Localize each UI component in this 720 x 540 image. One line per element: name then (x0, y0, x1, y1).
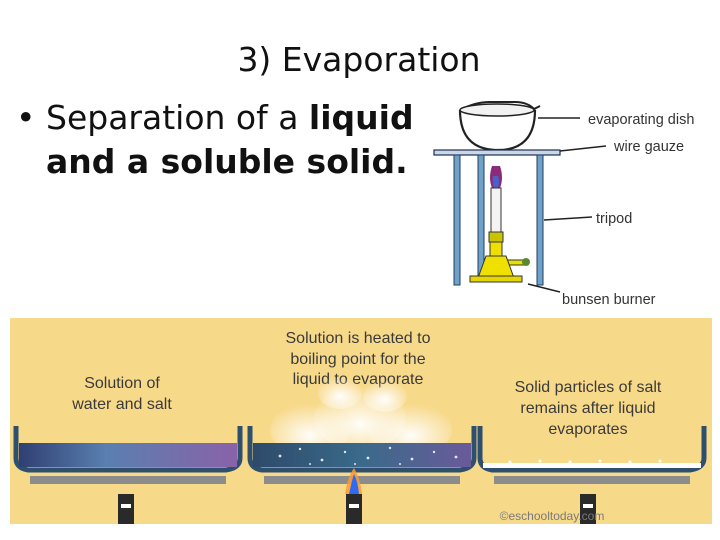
evaporation-process-panel: Solution of water and salt Solution is h… (10, 318, 712, 524)
dish-stage2 (247, 426, 477, 484)
bullet-text-plain: Separation of a (46, 98, 309, 137)
bullet-text-bold-line2: and a soluble solid. (46, 142, 408, 181)
tripod (453, 154, 544, 286)
stage2-caption: Solution is heated to boiling point for … (286, 330, 431, 388)
svg-text:water and salt: water and salt (71, 396, 172, 413)
bullet-text: Separation of a liquid and a soluble sol… (46, 96, 456, 184)
dish-stage1 (13, 426, 243, 484)
burner-stage1 (118, 494, 134, 524)
svg-text:evaporates: evaporates (548, 421, 627, 438)
stage1-caption: Solution of water and salt (71, 375, 172, 413)
label-evaporating-dish: evaporating dish (588, 112, 694, 128)
svg-text:Solid particles of salt: Solid particles of salt (515, 379, 662, 396)
evaporation-apparatus-diagram: evaporating dish wire gauze tripod bunse… (433, 101, 694, 308)
bunsen-burner (469, 166, 530, 283)
stage3-caption: Solid particles of salt remains after li… (515, 379, 662, 438)
svg-text:Solution is heated to: Solution is heated to (286, 330, 431, 347)
burner-stage2 (345, 468, 362, 524)
svg-text:Solution of: Solution of (84, 375, 160, 392)
dish-stage3 (477, 426, 707, 484)
slide-title: 3) Evaporation (237, 40, 481, 79)
credit-text: ©eschooltoday.com (500, 509, 605, 523)
evaporating-dish (458, 101, 541, 152)
svg-text:boiling point for the: boiling point for the (290, 351, 425, 368)
bullet-text-bold-liquid: liquid (308, 98, 414, 137)
label-bunsen-burner: bunsen burner (562, 292, 656, 308)
label-wire-gauze: wire gauze (613, 139, 684, 155)
label-tripod: tripod (596, 211, 632, 227)
wire-gauze (433, 149, 561, 156)
burner-stage3 (580, 494, 596, 524)
bullet-dot: • (16, 98, 36, 137)
svg-text:remains after liquid: remains after liquid (520, 400, 655, 417)
